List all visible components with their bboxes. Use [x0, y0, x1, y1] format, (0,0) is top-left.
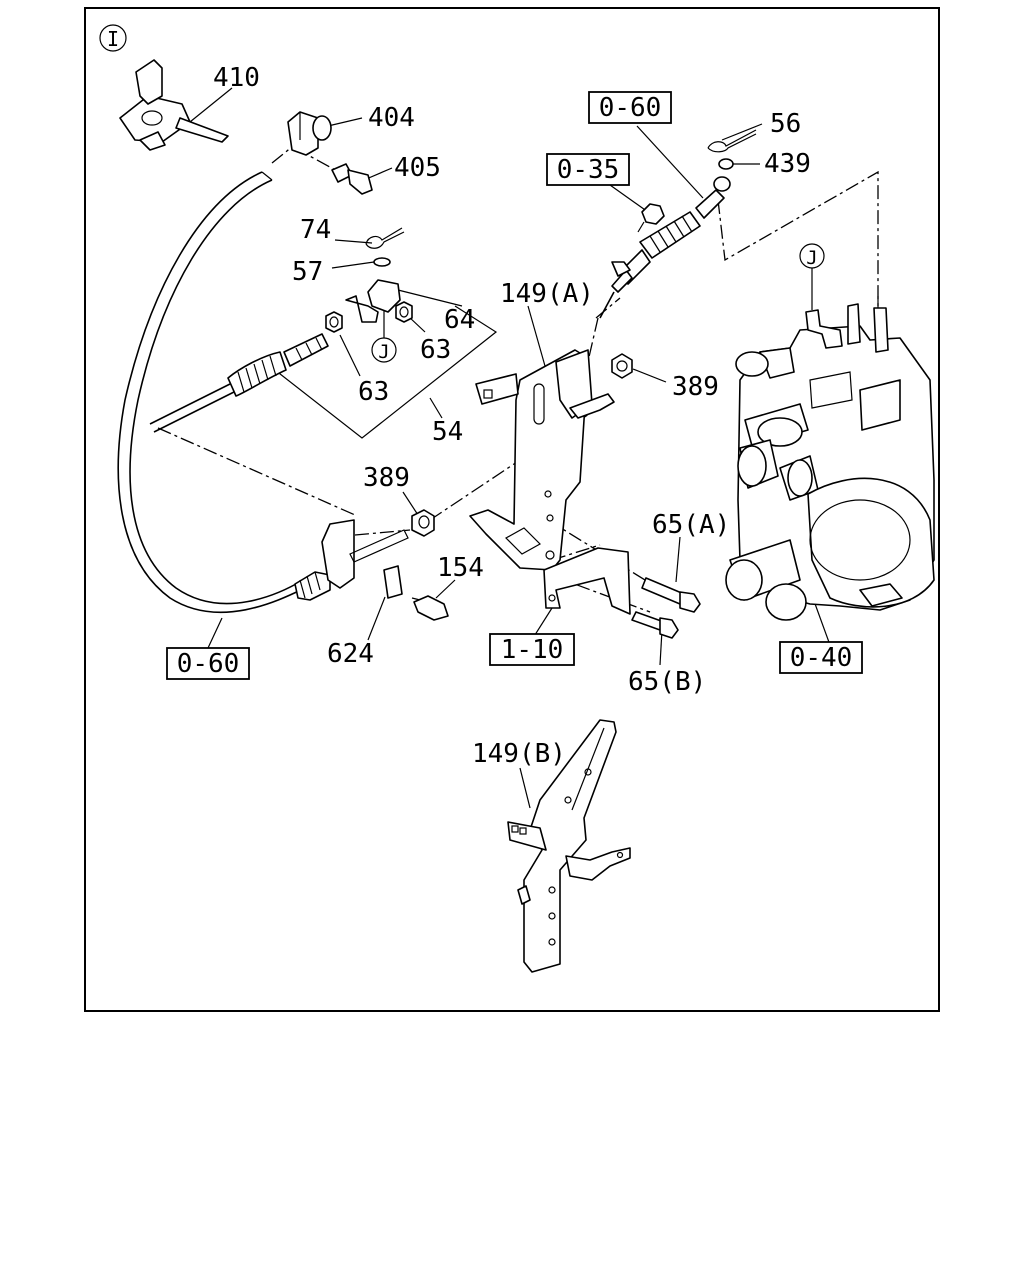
label-54: 54 [432, 417, 463, 447]
label-56: 56 [770, 109, 801, 139]
label-439: 439 [764, 149, 811, 179]
part-56-pin [707, 129, 757, 153]
label-389-lower: 389 [363, 463, 410, 493]
control-cable-left [117, 171, 331, 614]
label-74: 74 [300, 215, 331, 245]
part-63-nut-left [325, 311, 343, 333]
leader-lines [184, 87, 831, 809]
label-149a: 149(A) [500, 279, 594, 309]
part-405-bolt [331, 163, 373, 195]
label-64: 64 [444, 305, 475, 335]
view-marker-label: I [107, 27, 119, 51]
reference-box-0-60-left: 0-60 [166, 647, 250, 680]
label-149b: 149(B) [472, 739, 566, 769]
label-63-left: 63 [358, 377, 389, 407]
connection-marker-lower-label: J [378, 341, 389, 363]
part-65b-bolt [631, 611, 679, 639]
part-389-nut-upper [611, 353, 633, 379]
label-65b: 65(B) [628, 667, 706, 697]
reference-box-0-60-top: 0-60 [588, 91, 672, 124]
part-149b-bracket [507, 719, 631, 973]
part-035-knob [637, 203, 665, 233]
transmission-housing [725, 296, 935, 621]
part-149a-bracket [469, 349, 631, 615]
connection-marker-upper-label: J [806, 247, 817, 269]
part-64-bracket [345, 279, 401, 338]
label-65a: 65(A) [652, 510, 730, 540]
reference-box-1-10-label: 1-10 [501, 635, 564, 665]
part-labels: 410 404 405 74 57 64 63 63 54 56 439 149… [213, 63, 811, 769]
part-410-clip [119, 59, 229, 151]
part-57-washer [373, 257, 391, 267]
part-65a-bolt [641, 577, 701, 613]
label-57: 57 [292, 257, 323, 287]
part-624-plate [321, 519, 409, 599]
label-389-upper: 389 [672, 372, 719, 402]
reference-box-0-35-label: 0-35 [557, 155, 620, 185]
reference-box-1-10: 1-10 [489, 633, 575, 666]
part-389-nut-lower [411, 509, 435, 537]
control-cable-top [599, 176, 731, 319]
label-404: 404 [368, 103, 415, 133]
part-154-switch [413, 595, 449, 621]
label-410: 410 [213, 63, 260, 93]
reference-box-0-40-label: 0-40 [790, 643, 853, 673]
label-624: 624 [327, 639, 374, 669]
part-63-nut-right [395, 301, 413, 323]
part-439-washer [718, 158, 734, 170]
label-154: 154 [437, 553, 484, 583]
connection-marker-lower: J [371, 337, 397, 363]
diagram-frame [84, 7, 940, 1012]
connection-marker-upper: J [799, 243, 825, 296]
view-marker: I [99, 24, 127, 52]
reference-box-0-60-top-label: 0-60 [599, 93, 662, 123]
label-405: 405 [394, 153, 441, 183]
part-74-pin [365, 227, 405, 249]
part-54-cable-end [149, 333, 329, 433]
label-63-right: 63 [420, 335, 451, 365]
reference-box-0-35: 0-35 [546, 153, 630, 186]
reference-box-0-60-left-label: 0-60 [177, 649, 240, 679]
part-404-clamp [287, 111, 332, 156]
reference-box-0-40: 0-40 [779, 641, 863, 674]
